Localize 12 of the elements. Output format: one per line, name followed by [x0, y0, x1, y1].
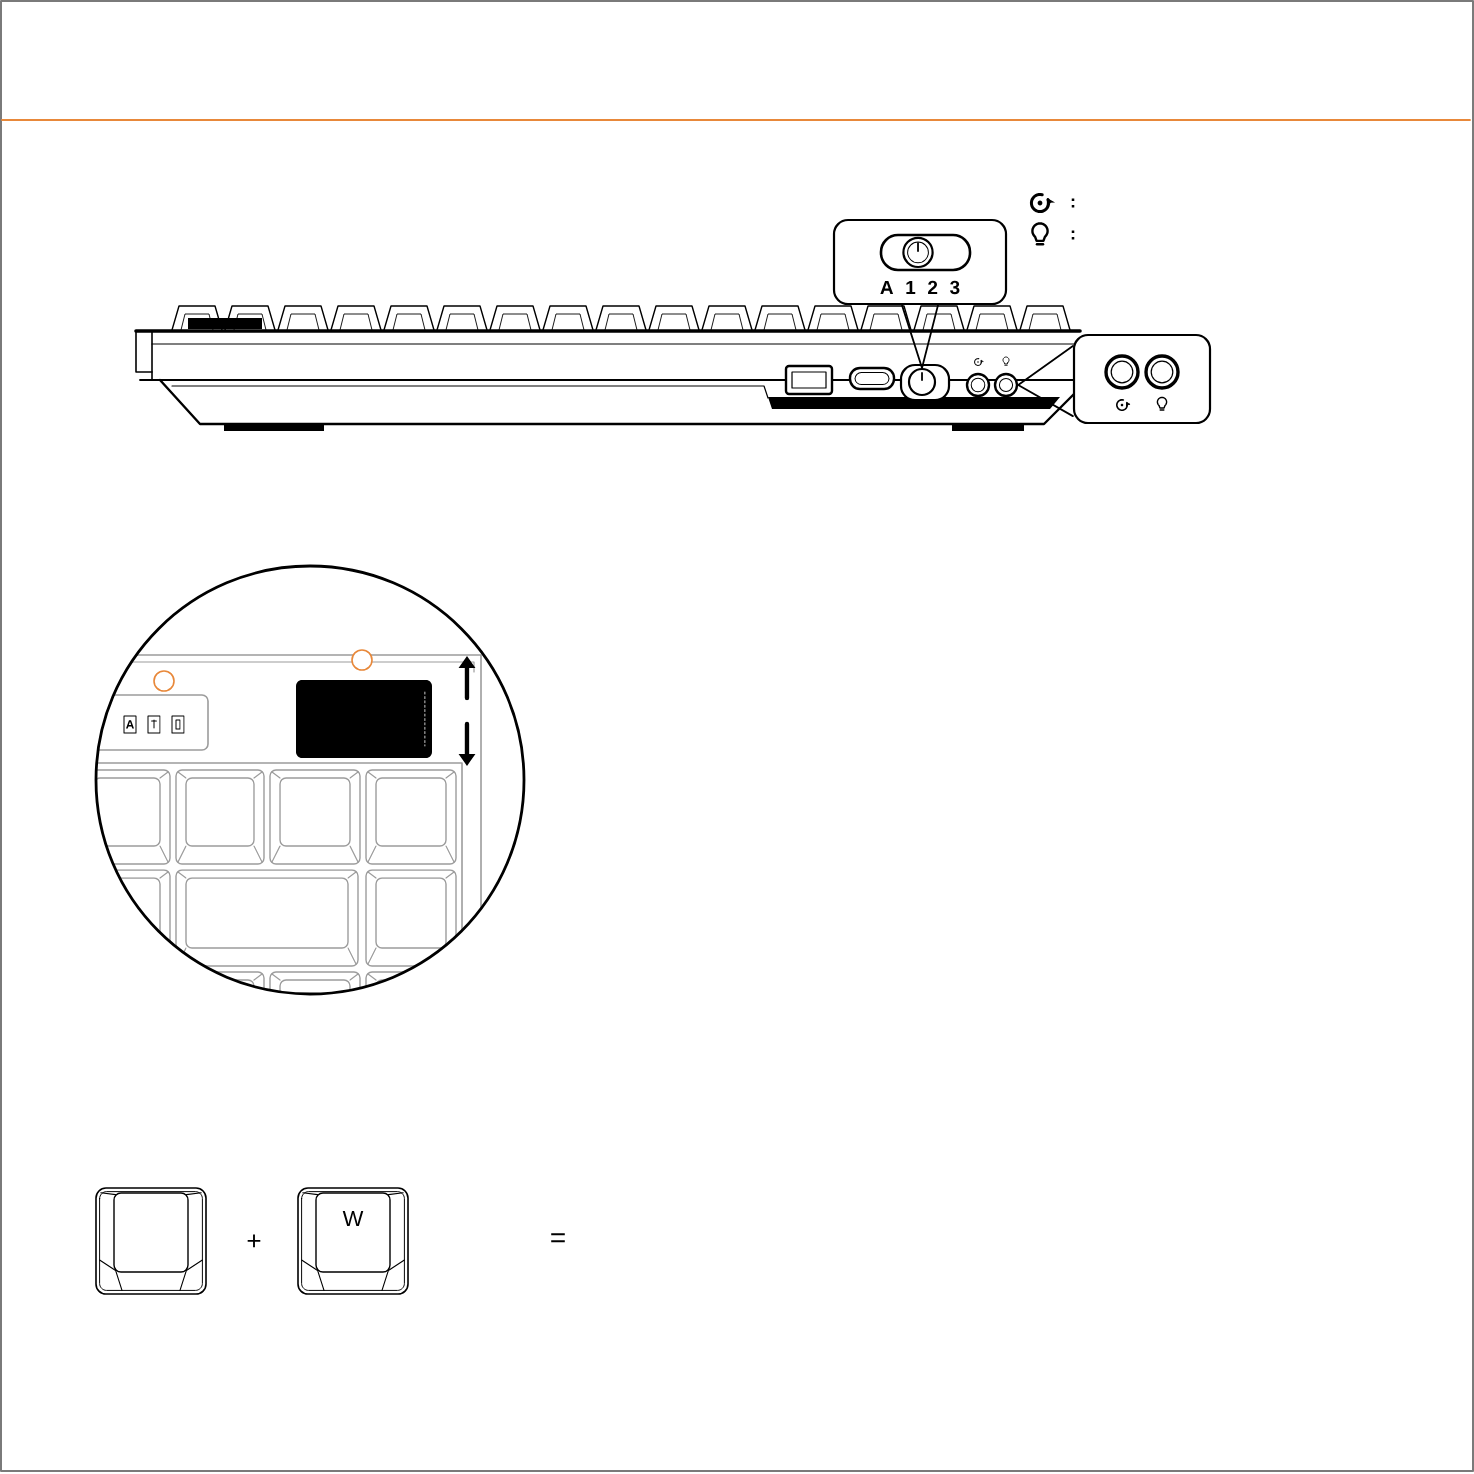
- callout-pointer: [1017, 345, 1074, 417]
- equals-sign: =: [551, 1233, 565, 1243]
- toggle-switch: [907, 367, 937, 397]
- callout-pointer: [901, 304, 939, 369]
- colon: :: [1071, 230, 1075, 240]
- callout-box: [1072, 333, 1212, 425]
- keycap: [95, 1187, 207, 1295]
- callout-box: A 1 2 3: [832, 218, 1008, 306]
- keycap: W: [297, 1187, 409, 1295]
- knob: [993, 372, 1019, 398]
- plus-sign: +: [247, 1234, 261, 1248]
- colon: :: [1071, 198, 1075, 208]
